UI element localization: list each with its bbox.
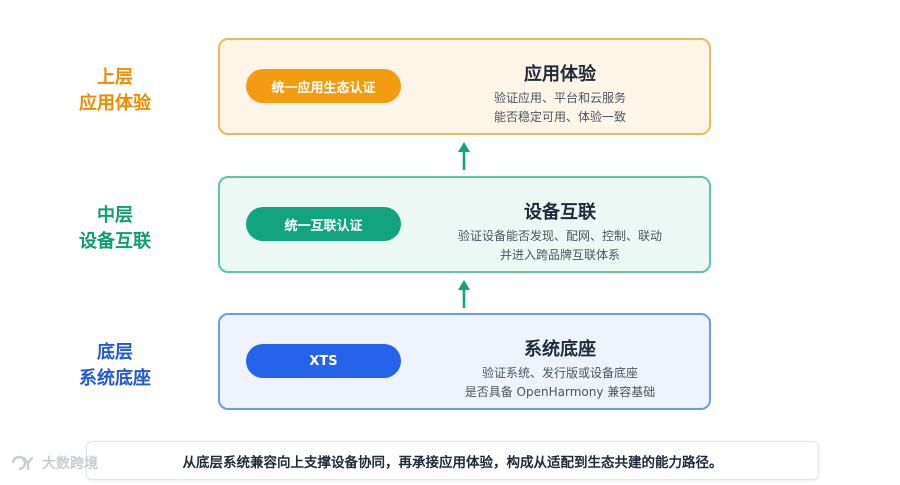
layer-label-top-line2: 应用体验 <box>79 93 151 114</box>
arrow-up-icon <box>458 142 470 170</box>
layer-desc-bottom-line2: 是否具备 OpenHarmony 兼容基础 <box>464 385 656 399</box>
layer-box-top: 统一应用生态认证 应用体验 验证应用、平台和云服务 能否稳定可用、体验一致 <box>218 38 711 135</box>
layer-label-middle-line1: 中层 <box>97 205 133 226</box>
layer-box-bottom: XTS 系统底座 验证系统、发行版或设备底座 是否具备 OpenHarmony … <box>218 313 711 410</box>
summary-caption: 从底层系统兼容向上支撑设备协同，再承接应用体验，构成从适配到生态共建的能力路径。 <box>86 441 819 480</box>
layer-label-top: 上层 应用体验 <box>60 65 170 117</box>
layer-label-top-line1: 上层 <box>97 67 133 88</box>
layer-desc-middle: 验证设备能否发现、配网、控制、联动 并进入跨品牌互联体系 <box>410 227 710 265</box>
layer-title-top: 应用体验 <box>524 64 596 85</box>
badge-bottom: XTS <box>246 344 401 378</box>
arrow-up-icon <box>458 280 470 308</box>
watermark-logo-mark <box>22 456 34 471</box>
layer-title-middle: 设备互联 <box>524 202 596 223</box>
layer-label-bottom-line1: 底层 <box>97 342 133 363</box>
layer-label-middle: 中层 设备互联 <box>60 203 170 255</box>
arrow-head <box>458 280 470 290</box>
layer-label-bottom: 底层 系统底座 <box>60 340 170 392</box>
layer-desc-top-line2: 能否稳定可用、体验一致 <box>493 110 626 124</box>
badge-top: 统一应用生态认证 <box>246 69 401 103</box>
watermark-logo-icon <box>11 455 34 471</box>
watermark-text: 大数跨境 <box>42 456 98 472</box>
watermark: 大数跨境 <box>10 453 98 473</box>
layer-desc-middle-line1: 验证设备能否发现、配网、控制、联动 <box>457 229 662 243</box>
layer-box-middle: 统一互联认证 设备互联 验证设备能否发现、配网、控制、联动 并进入跨品牌互联体系 <box>218 176 711 273</box>
layer-desc-top-line1: 验证应用、平台和云服务 <box>493 91 626 105</box>
badge-middle: 统一互联认证 <box>246 207 401 241</box>
layer-desc-top: 验证应用、平台和云服务 能否稳定可用、体验一致 <box>410 89 710 127</box>
layer-label-middle-line2: 设备互联 <box>79 231 151 252</box>
layer-desc-bottom-line1: 验证系统、发行版或设备底座 <box>481 366 638 380</box>
layer-title-bottom: 系统底座 <box>524 339 596 360</box>
layer-desc-middle-line2: 并进入跨品牌互联体系 <box>499 248 620 262</box>
arrow-head <box>458 142 470 152</box>
layer-desc-bottom: 验证系统、发行版或设备底座 是否具备 OpenHarmony 兼容基础 <box>410 364 710 402</box>
layer-label-bottom-line2: 系统底座 <box>79 368 151 389</box>
